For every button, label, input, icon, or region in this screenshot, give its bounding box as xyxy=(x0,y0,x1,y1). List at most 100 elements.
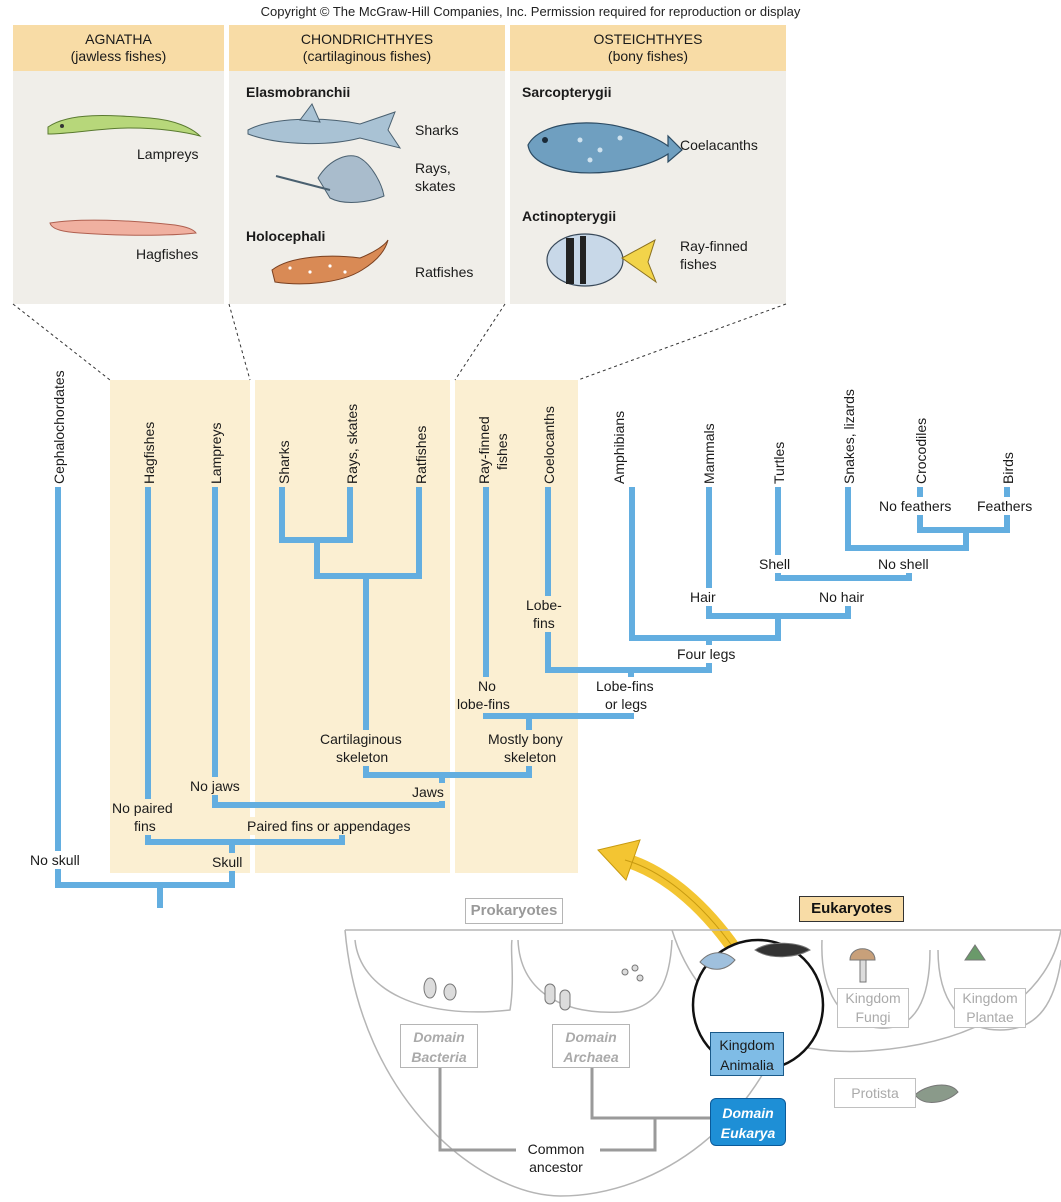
taxon-snakes-lizards: Snakes, lizards xyxy=(841,389,857,484)
organism-sketches xyxy=(423,942,986,1103)
domain-bacteria-box: Domain Bacteria xyxy=(400,1024,478,1068)
panel-label-actinopterygii: Actinopterygii xyxy=(522,208,617,224)
panel-label-sarcopterygii: Sarcopterygii xyxy=(522,84,612,100)
copyright-notice: Copyright © The McGraw-Hill Companies, I… xyxy=(260,4,801,19)
spacer xyxy=(710,1032,784,1076)
common-ancestor-label: Common ancestor xyxy=(516,1140,596,1176)
char-hair: Hair xyxy=(688,588,718,606)
arrow-to-cladogram xyxy=(597,839,741,955)
ratfish-icon xyxy=(271,239,389,285)
ray-icon xyxy=(275,155,385,203)
kingdom-animalia-line2: Animalia xyxy=(720,1057,774,1073)
char-no-jaws: No jaws xyxy=(188,777,242,795)
taxon-turtles: Turtles xyxy=(771,441,787,484)
panel-title: CHONDRICHTHYES xyxy=(300,31,434,47)
domain-bacteria-line1: Domain xyxy=(413,1029,465,1045)
band-osteichthyes xyxy=(455,380,578,873)
char-lobe-or-legs-a: Lobe-fins xyxy=(594,677,656,695)
panel-label-hagfishes: Hagfishes xyxy=(136,246,199,262)
domain-bacteria-line2: Bacteria xyxy=(411,1049,467,1065)
kingdom-fungi-line2: Fungi xyxy=(855,1009,891,1025)
taxon-mammals: Mammals xyxy=(701,423,717,484)
common-ancestor-line1: Common xyxy=(527,1141,585,1157)
char-lobe-fins-b: fins xyxy=(531,614,557,632)
taxon-crocodiles: Crocodiles xyxy=(913,417,929,484)
char-no-paired-b: fins xyxy=(132,817,158,835)
panel-title: OSTEICHTHYES xyxy=(593,31,703,47)
taxon-birds: Birds xyxy=(1000,452,1016,484)
panel-header-chondrichthyes: CHONDRICHTHYES (cartilaginous fishes) xyxy=(229,25,505,71)
char-lobe-or-legs-b: or legs xyxy=(603,695,650,713)
cladogram-branches xyxy=(55,487,1010,908)
panel-label-ratfishes: Ratfishes xyxy=(415,264,474,280)
domain-connectors xyxy=(438,1068,748,1152)
taxon-amphibians: Amphibians xyxy=(611,410,627,484)
taxon-rayfinned-1: Ray-finned xyxy=(476,416,492,484)
domain-archaea-line2: Archaea xyxy=(563,1049,619,1065)
common-ancestor-line2: ancestor xyxy=(529,1159,583,1175)
protista-box: Protista xyxy=(834,1078,916,1108)
panel-label-rays-1: Rays, xyxy=(415,160,451,176)
panel-label-rayfinned-1: Ray-finned xyxy=(680,238,748,254)
char-feathers: Feathers xyxy=(975,497,1035,515)
panel-title: AGNATHA xyxy=(85,31,152,47)
char-lobe-fins-a: Lobe- xyxy=(524,596,564,614)
taxon-sharks: Sharks xyxy=(276,440,292,484)
char-no-shell: No shell xyxy=(876,555,931,573)
label-eukaryotes: Eukaryotes xyxy=(799,896,904,922)
kingdom-plantae-line1: Kingdom xyxy=(962,990,1018,1006)
panel-connectors xyxy=(12,303,787,381)
hagfish-icon xyxy=(49,219,197,236)
panel-body-agnatha xyxy=(13,71,224,304)
panel-header-agnatha: AGNATHA (jawless fishes) xyxy=(13,25,224,71)
char-no-hair: No hair xyxy=(817,588,867,606)
panel-header-osteichthyes: OSTEICHTHYES (bony fishes) xyxy=(510,25,786,71)
char-mostly-bony-b: skeleton xyxy=(502,748,559,766)
panel-subtitle: (cartilaginous fishes) xyxy=(302,48,432,64)
kingdom-plantae-box: Kingdom Plantae xyxy=(954,988,1026,1028)
taxon-rayfinned-2: fishes xyxy=(494,433,510,470)
taxon-rays-skates: Rays, skates xyxy=(344,403,360,484)
char-no-lobe-a: No xyxy=(476,677,498,695)
taxon-coelocanths: Coelocanths xyxy=(541,406,557,484)
char-four-legs: Four legs xyxy=(675,645,738,663)
char-skull: Skull xyxy=(210,853,245,871)
char-no-skull: No skull xyxy=(28,851,82,869)
char-cartilaginous-b: skeleton xyxy=(334,748,391,766)
domain-eukarya-box: Domain Eukarya xyxy=(710,1098,786,1146)
char-no-paired-a: No paired xyxy=(110,799,175,817)
shark-icon xyxy=(247,103,402,149)
domain-archaea-box: Domain Archaea xyxy=(552,1024,630,1068)
coelacanth-icon xyxy=(527,122,683,174)
panel-label-sharks: Sharks xyxy=(415,122,459,138)
kingdom-plantae-line2: Plantae xyxy=(966,1009,1014,1025)
kingdom-animalia-box: Kingdom Animalia xyxy=(710,1032,784,1076)
char-cartilaginous-a: Cartilaginous xyxy=(318,730,404,748)
domain-eukarya-line1: Domain xyxy=(722,1105,774,1121)
label-prokaryotes: Prokaryotes xyxy=(465,898,563,924)
char-no-lobe-b: lobe-fins xyxy=(455,695,512,713)
panel-subtitle: (jawless fishes) xyxy=(70,48,167,64)
char-jaws: Jaws xyxy=(410,783,446,801)
domain-eukarya-line2: Eukarya xyxy=(720,1125,776,1141)
lamprey-icon xyxy=(47,115,202,137)
kingdom-animalia-line1: Kingdom xyxy=(719,1037,775,1053)
panel-label-coelacanths: Coelacanths xyxy=(680,137,758,153)
taxon-hagfishes: Hagfishes xyxy=(141,421,157,484)
taxon-ratfishes: Ratfishes xyxy=(413,425,429,484)
panel-label-rayfinned-2: fishes xyxy=(680,256,717,272)
kingdom-fungi-box: Kingdom Fungi xyxy=(837,988,909,1028)
panel-label-rays-2: skates xyxy=(415,178,456,194)
taxon-lampreys: Lampreys xyxy=(208,422,224,484)
panel-label-lampreys: Lampreys xyxy=(137,146,199,162)
rayfinned-fish-icon xyxy=(546,233,658,287)
domain-archaea-line1: Domain xyxy=(565,1029,617,1045)
char-mostly-bony-a: Mostly bony xyxy=(486,730,565,748)
taxon-cephalochordates: Cephalochordates xyxy=(51,370,67,484)
char-paired-fins: Paired fins or appendages xyxy=(245,817,413,835)
panel-label-holocephali: Holocephali xyxy=(246,228,326,244)
panel-subtitle: (bony fishes) xyxy=(607,48,689,64)
panel-label-elasmobranchii: Elasmobranchii xyxy=(246,84,351,100)
kingdom-fungi-line1: Kingdom xyxy=(845,990,901,1006)
